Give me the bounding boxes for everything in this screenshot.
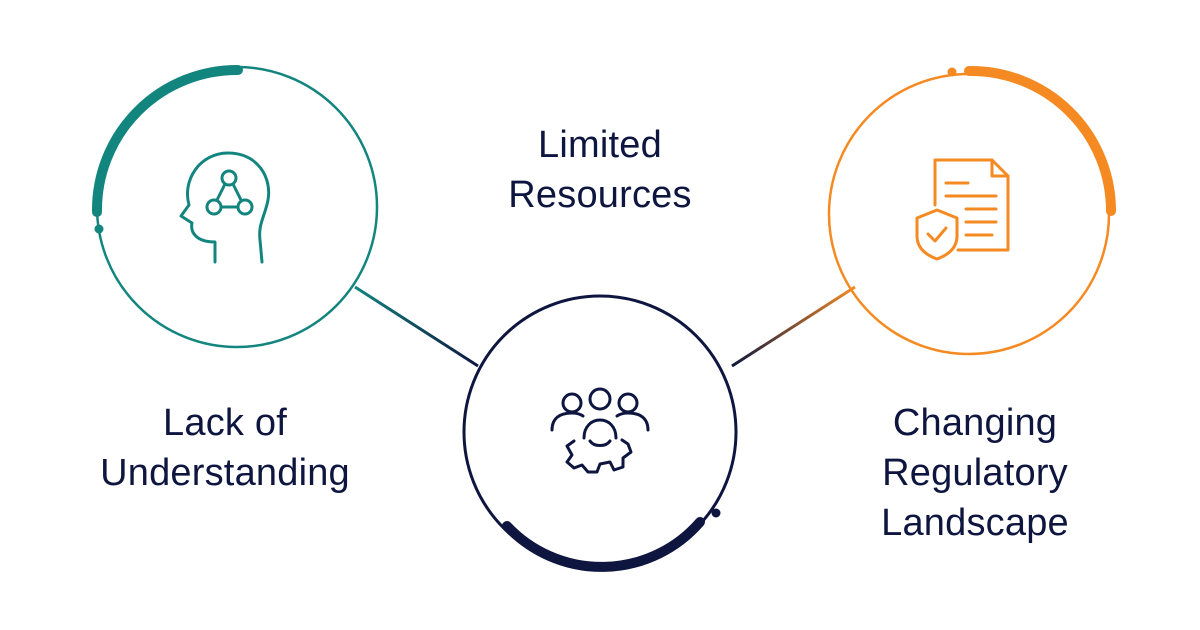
connector-left [354,285,479,368]
node-left-label: Lack of Understanding [40,398,410,498]
node-right-label-line: Changing [892,402,1058,444]
node-mid-label-line: Resources [508,174,692,216]
node-left [91,64,379,349]
node-mid [462,294,738,572]
node-left-label-line: Lack of [163,402,287,444]
connector-right [731,285,856,368]
node-left-label-line: Understanding [100,452,350,494]
node-mid-label-line: Limited [538,124,662,166]
node-right-arc [964,65,1116,216]
node-right-label: Changing Regulatory Landscape [790,398,1160,548]
head-network-icon [179,151,271,264]
node-mid-label: Limited Resources [420,120,780,220]
node-right-label-line: Regulatory [882,452,1068,494]
node-mid-dot [711,508,721,518]
node-mid-arc [502,517,705,572]
document-shield-icon [915,158,1010,261]
node-right-label-line: Landscape [881,502,1069,544]
node-left-arc [91,64,243,217]
node-right-dot [947,67,957,77]
node-right [827,65,1116,356]
node-left-dot [94,224,104,234]
team-gear-icon [550,387,650,474]
